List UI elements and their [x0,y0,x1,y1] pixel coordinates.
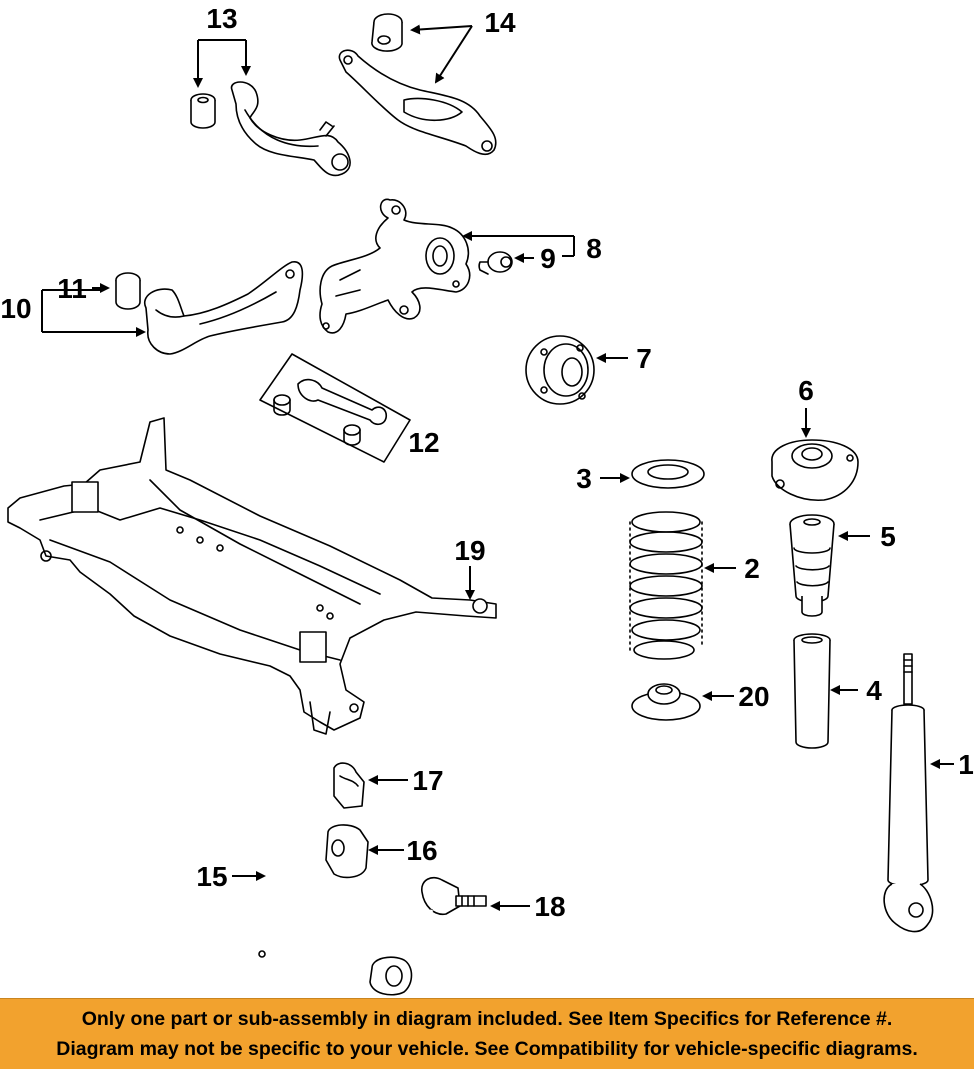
callout-5: 5 [838,521,896,552]
callout-label-6: 6 [798,375,814,406]
disclaimer-banner: Only one part or sub-assembly in diagram… [0,998,974,1069]
part-11-bushing [115,272,141,310]
part-2-coil-spring [629,511,703,660]
part-3-spring-seat [631,459,705,489]
part-12-toe-link [259,353,411,463]
part-19-subframe [7,417,497,735]
callout-label-1: 1 [958,749,974,780]
callout-20: 20 [702,681,770,712]
callout-3: 3 [576,463,630,494]
callout-label-20: 20 [738,681,769,712]
bushing-14 [371,13,403,52]
part-15-stabilizer-bar [233,748,298,963]
part-6-strut-mount [771,439,859,501]
callout-10: 10 [0,289,146,337]
callout-label-4: 4 [866,675,882,706]
callout-7: 7 [596,343,652,374]
callout-label-7: 7 [636,343,652,374]
callout-label-11: 11 [57,273,87,304]
callout-label-12: 12 [408,427,439,458]
callout-6: 6 [798,375,814,438]
callout-17: 17 [368,765,444,796]
part-13-upper-arm [190,81,351,177]
rear-suspension-diagram: 13 14 8 9 10 11 7 12 6 3 5 [0,3,974,996]
part-20-lower-seat [631,683,701,721]
callout-label-18: 18 [534,891,565,922]
part-1-shock-absorber [883,653,934,933]
callout-label-14: 14 [484,7,516,38]
part-7-hub [525,335,595,405]
callout-19: 19 [454,535,486,600]
part-8-knuckle [319,198,471,334]
disclaimer-line-1: Only one part or sub-assembly in diagram… [81,1008,893,1030]
part-4-dust-boot [793,633,831,749]
bushing-13 [190,93,216,129]
callout-13: 13 [193,3,246,88]
callout-14: 14 [410,7,516,84]
disclaimer-line-2: Diagram may not be specific to your vehi… [56,1038,918,1060]
callout-label-13: 13 [206,3,237,34]
part-18-stabilizer-link [369,876,487,996]
callout-label-3: 3 [576,463,592,494]
part-17-bracket [333,762,365,809]
callout-label-16: 16 [406,835,437,866]
callout-16: 16 [368,835,438,866]
part-5-bump-stop [789,514,835,617]
callout-label-2: 2 [744,553,760,584]
callout-label-10: 10 [0,293,31,324]
callout-2: 2 [704,553,760,584]
callout-11: 11 [57,273,110,304]
callout-label-19: 19 [454,535,485,566]
callout-8: 8 [462,231,602,264]
callout-label-9: 9 [540,243,556,274]
callout-label-5: 5 [880,521,896,552]
callout-15: 15 [196,861,266,892]
callout-label-8: 8 [586,233,602,264]
callout-9: 9 [514,243,556,274]
callout-label-15: 15 [196,861,227,892]
callout-1: 1 [930,749,974,780]
callout-4: 4 [830,675,882,706]
part-14-lower-arm [338,13,497,155]
part-9-bushing [478,251,513,275]
callout-12: 12 [408,427,439,458]
callout-18: 18 [490,891,566,922]
part-16-bushing [325,824,369,879]
callout-label-17: 17 [412,765,443,796]
part-10-trailing-arm [143,261,304,355]
